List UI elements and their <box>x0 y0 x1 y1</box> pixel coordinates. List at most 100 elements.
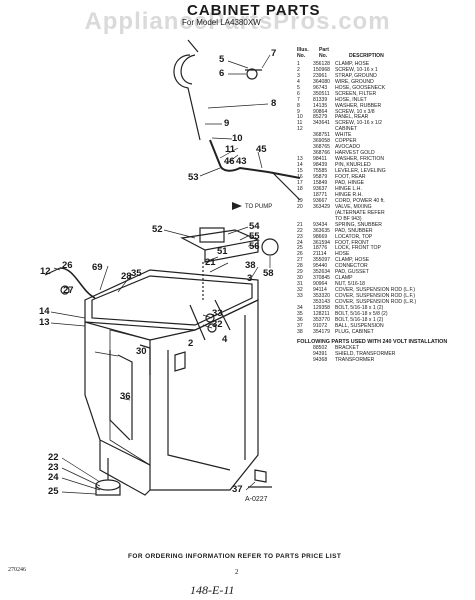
part-number: 18771 <box>313 191 328 198</box>
part-number: 91072 <box>313 322 328 329</box>
part-description: FOOT, FRONT <box>335 239 369 246</box>
part-number: 128211 <box>313 310 330 317</box>
callout-28: 28 <box>121 271 132 282</box>
callout-5: 5 <box>219 54 225 65</box>
part-number: 150968 <box>313 66 330 73</box>
part-illus-no: 25 <box>297 245 303 252</box>
part-illus-no: 12 <box>297 126 303 133</box>
part-description: SPRING, SNUBBER <box>335 221 382 228</box>
part-illus-no: 5 <box>297 84 300 91</box>
cabinet-plug <box>261 238 279 256</box>
callout-54: 54 <box>249 221 260 232</box>
callout-53: 53 <box>188 172 199 183</box>
part-number: 14135 <box>313 102 328 109</box>
part-description: PAD, SNUBBER <box>335 227 373 234</box>
part-illus-no: 26 <box>297 251 303 258</box>
part-number: 15849 <box>313 179 328 186</box>
part-description: VALVE, MIXING <box>335 203 372 210</box>
part-number: 354179 <box>313 328 330 335</box>
part-illus-no: 4 <box>297 78 300 85</box>
part-number: 93434 <box>313 221 328 228</box>
part-description: WHITE <box>335 132 352 139</box>
part-illus-no: 10 <box>297 114 303 121</box>
part-number: 95440 <box>313 263 328 270</box>
callout-8: 8 <box>271 98 277 109</box>
gooseneck-hose <box>173 54 201 141</box>
callout-56: 56 <box>249 241 260 252</box>
part-description: COVER, SUSPENSION ROD (L.F.) <box>335 287 416 294</box>
part-illus-no: 38 <box>297 328 303 335</box>
callout-35: 35 <box>131 268 142 279</box>
watermark: AppliancePartsPros.com <box>84 8 391 35</box>
part-number: 353320 <box>313 293 330 300</box>
parts-header-row-1: Illus. Part <box>297 47 472 54</box>
part-illus-no: 16 <box>297 174 303 181</box>
rear-foot <box>254 469 267 483</box>
part-illus-no: 22 <box>297 227 303 234</box>
callout-2: 2 <box>188 338 194 349</box>
part-description: BOLT, 5/16-18 x 1 (2) <box>335 316 384 323</box>
part-number: 370845 <box>313 275 330 282</box>
part-number: 356128 <box>313 60 330 67</box>
part-number: 368766 <box>313 150 330 157</box>
page-number: 2 <box>235 568 239 576</box>
part-number: 352634 <box>313 269 330 276</box>
part-description: SCREW, 10-16 x 1/2 <box>335 120 382 127</box>
part-number: 88502 <box>313 345 328 352</box>
part-illus-no: 11 <box>297 120 303 127</box>
part-description: CABINET <box>335 126 358 133</box>
part-number: 363429 <box>313 203 330 210</box>
part-description: BALL, SUSPENSION <box>335 322 384 329</box>
callout-10: 10 <box>232 133 243 144</box>
drawing-id: A-0227 <box>245 496 268 503</box>
cabinet-body <box>84 321 151 466</box>
parts-section-note: FOLLOWING PARTS USED WITH 240 VOLT INSTA… <box>297 338 448 345</box>
part-number: 94391 <box>313 351 328 358</box>
callout-6: 6 <box>219 68 225 79</box>
part-description: PAD, GUSSET <box>335 269 369 276</box>
callout-36: 36 <box>120 391 131 402</box>
callout-25: 25 <box>48 486 59 497</box>
callout-23: 23 <box>48 462 59 473</box>
part-description: LOCK, FRONT TOP <box>335 245 381 252</box>
document-code: 270246 <box>8 567 26 573</box>
callout-12: 12 <box>40 266 51 277</box>
part-description: HARVEST GOLD <box>335 150 375 157</box>
part-description: CLAMP, HOSE <box>335 257 370 264</box>
part-description: HOSE <box>335 251 350 258</box>
part-number: 98411 <box>313 156 327 163</box>
part-number: 23961 <box>313 72 328 79</box>
part-illus-no: 19 <box>297 197 303 204</box>
part-illus-no: 32 <box>297 287 303 294</box>
part-number: 95879 <box>313 174 328 181</box>
part-number: 369058 <box>313 138 330 145</box>
part-number: 350511 <box>313 90 330 97</box>
part-illus-no: 6 <box>297 90 300 97</box>
callout-27: 27 <box>63 285 74 296</box>
part-description: SCREEN, FILTER <box>335 90 377 97</box>
part-illus-no: 35 <box>297 310 303 317</box>
part-number: 94368 <box>313 357 328 364</box>
